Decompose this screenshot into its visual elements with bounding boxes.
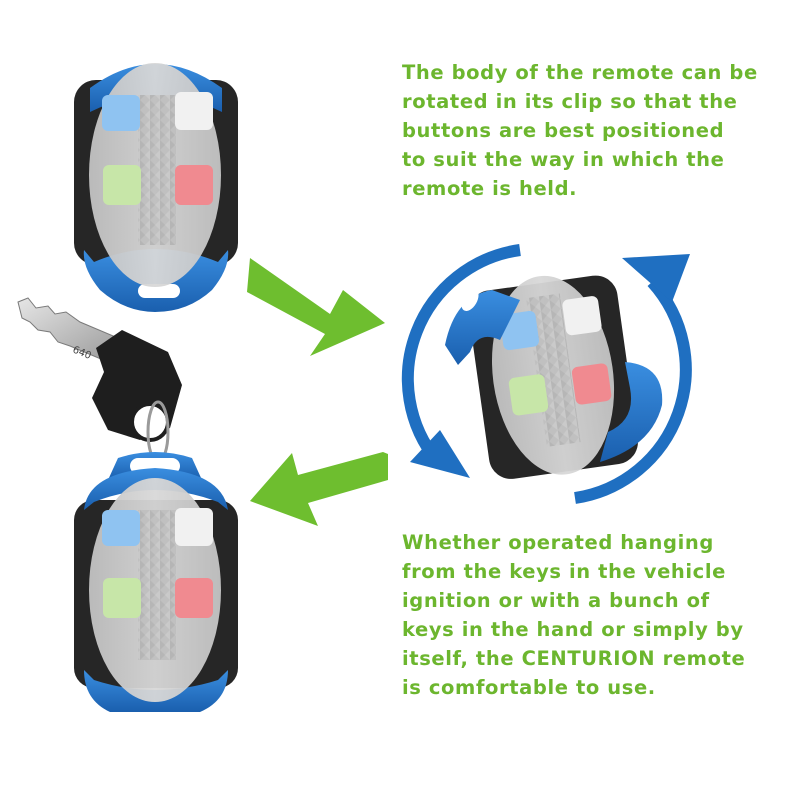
green-button [103, 578, 141, 618]
blue-button [102, 510, 140, 546]
red-button [175, 578, 213, 618]
caption-line: keys in the hand or simply by [402, 618, 744, 641]
remote-top-left [74, 63, 238, 312]
caption-text: itself, the [402, 647, 522, 670]
rotated-clip [445, 289, 663, 462]
green-button [103, 165, 141, 205]
caption-line: from the keys in the vehicle [402, 560, 726, 583]
white-button [175, 508, 213, 546]
caption-line: remote is held. [402, 177, 578, 200]
caption-usage: Whether operated hanging from the keys i… [402, 528, 745, 702]
arrow-right-icon [247, 258, 385, 356]
white-button [562, 296, 602, 336]
red-button [571, 363, 612, 405]
caption-line: is comfortable to use. [402, 676, 656, 699]
caption-line: ignition or with a bunch of [402, 589, 710, 612]
blue-button [102, 95, 140, 131]
car-key: 640 [17, 297, 182, 464]
green-button [508, 374, 549, 416]
caption-line: buttons are best positioned [402, 119, 725, 142]
white-button [175, 92, 213, 130]
caption-rotation: The body of the remote can be rotated in… [402, 58, 758, 203]
caption-text: remote [655, 647, 746, 670]
caption-line-brand: itself, the CENTURION remote [402, 644, 745, 673]
rotation-arrows-icon [401, 244, 692, 504]
brand-name: CENTURION [521, 647, 656, 670]
caption-line: Whether operated hanging [402, 531, 714, 554]
caption-line: rotated in its clip so that the [402, 90, 738, 113]
arrow-left-icon [250, 452, 388, 526]
remote-bottom-left [74, 452, 238, 712]
red-button [175, 165, 213, 205]
caption-line: to suit the way in which the [402, 148, 725, 171]
caption-line: The body of the remote can be [402, 61, 758, 84]
remote-rotated [468, 275, 638, 479]
blue-button [499, 310, 540, 351]
